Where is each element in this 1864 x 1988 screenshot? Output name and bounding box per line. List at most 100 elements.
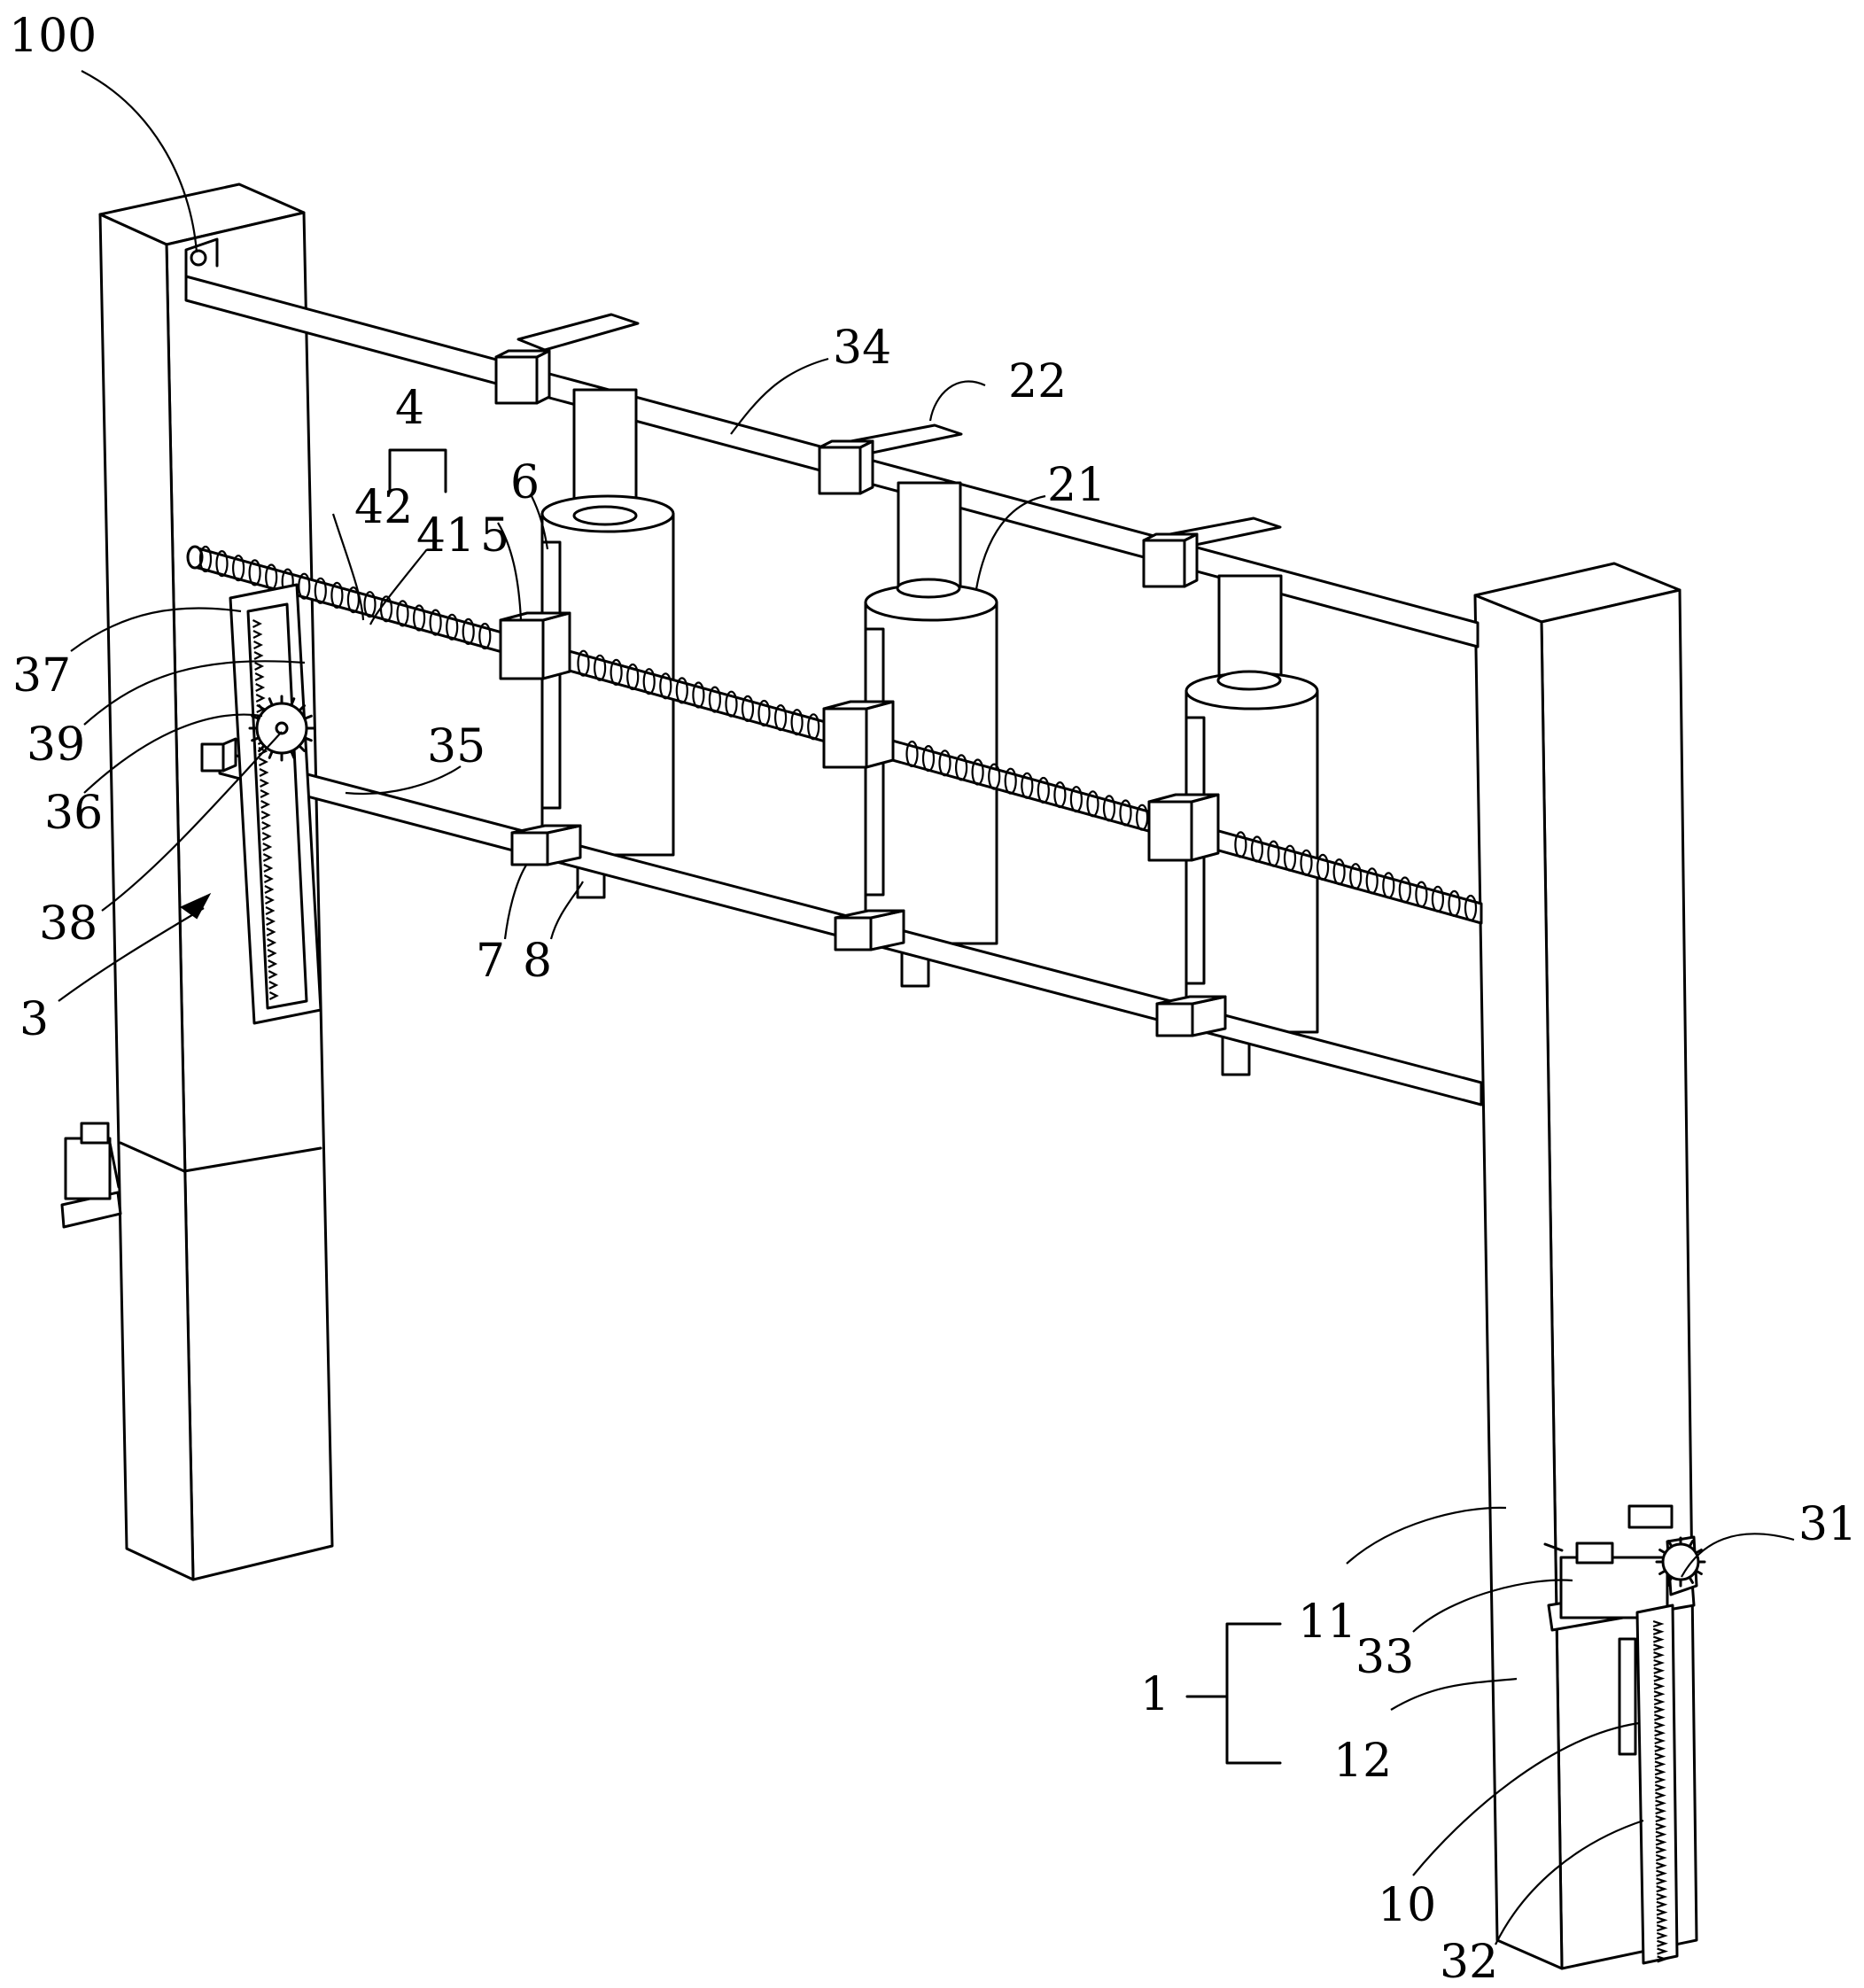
label-10: 10 (1378, 1879, 1436, 1932)
rack-tooth (261, 821, 272, 830)
thread (1267, 840, 1280, 867)
rack-tooth (252, 630, 263, 639)
label-1: 1 (1140, 1668, 1169, 1721)
rack-tooth (1655, 1830, 1667, 1838)
thread (659, 672, 672, 700)
rack-tooth (260, 800, 271, 809)
rack-tooth (1656, 1908, 1668, 1916)
rack-tooth (1653, 1666, 1666, 1674)
label-33: 33 (1355, 1631, 1414, 1684)
label-12: 12 (1333, 1735, 1392, 1788)
lower-slider-2 (834, 909, 905, 951)
pinion-gear (248, 695, 315, 762)
rack-tooth (1654, 1729, 1666, 1737)
rack-tooth (1654, 1783, 1666, 1791)
thread (413, 604, 426, 632)
label-6: 6 (510, 456, 540, 509)
rack-tooth (261, 832, 272, 841)
bracket-1 (1185, 1622, 1282, 1765)
rack-tooth (262, 843, 273, 851)
thread (429, 609, 442, 636)
rack-tooth (263, 874, 274, 883)
screw-threads (198, 545, 1478, 922)
gear-tooth (258, 744, 266, 752)
thread (1431, 885, 1445, 912)
gear-tooth (298, 704, 306, 712)
top-slider-1 (494, 313, 640, 405)
rack-tooth (1655, 1838, 1667, 1846)
thread (314, 577, 327, 604)
gear-tooth (303, 736, 313, 742)
cylinder-3 (1184, 574, 1319, 1076)
rack-tooth (268, 991, 279, 1000)
label-11: 11 (1298, 1596, 1356, 1649)
thread (1250, 835, 1264, 863)
gear-tooth (1667, 1575, 1674, 1584)
rack-tooth (254, 662, 265, 671)
rack-tooth (264, 896, 275, 905)
thread (692, 681, 705, 709)
thread (593, 654, 607, 681)
thread (1135, 804, 1149, 831)
thread (1398, 876, 1411, 904)
thread (1102, 795, 1116, 822)
thread (446, 613, 459, 641)
thread (248, 559, 261, 586)
thread (725, 690, 738, 718)
label-38: 38 (39, 897, 97, 951)
label-41: 41 (416, 509, 475, 563)
rack-tooth (1653, 1705, 1666, 1713)
rack-tooth (252, 619, 262, 628)
rack-tooth (266, 917, 276, 926)
gear-tooth (290, 749, 296, 759)
gear-tooth (1658, 1569, 1667, 1575)
label-36: 36 (44, 787, 103, 840)
label-39: 39 (27, 718, 85, 772)
rack-tooth (1654, 1736, 1666, 1745)
rack-tooth (1653, 1697, 1666, 1706)
nut-block-2 (822, 700, 895, 769)
rack-tooth (268, 959, 278, 968)
rack-tooth (260, 779, 270, 788)
thread (642, 668, 656, 695)
rack-tooth (1652, 1619, 1665, 1628)
rack-tooth (1657, 1955, 1669, 1963)
rack-tooth (267, 938, 277, 947)
gear-tooth (1658, 1549, 1667, 1555)
gear-body (1661, 1542, 1700, 1581)
label-21: 21 (1047, 459, 1106, 512)
rack-tooth (262, 853, 273, 862)
bracket-4 (388, 448, 447, 493)
thread (232, 555, 245, 582)
rack-tooth (1655, 1846, 1667, 1854)
label-31: 31 (1798, 1498, 1857, 1551)
rack-tooth (1656, 1869, 1667, 1877)
rack-tooth (258, 757, 268, 766)
rack-tooth (268, 981, 279, 990)
rack-tooth (1653, 1690, 1666, 1698)
thread (708, 686, 722, 713)
label-22: 22 (1008, 355, 1067, 408)
thread (1283, 844, 1297, 872)
thread (1021, 772, 1034, 799)
label-4: 4 (395, 382, 424, 435)
rack-tooth (1653, 1682, 1666, 1690)
nut-block-3 (1147, 793, 1220, 862)
rack-tooth (1654, 1721, 1666, 1729)
thread (610, 658, 623, 687)
thread (1086, 790, 1099, 818)
label-42: 42 (354, 481, 413, 534)
thread (773, 703, 788, 732)
rack-tooth (1656, 1900, 1668, 1908)
thread (298, 572, 311, 600)
rack-tooth (1655, 1822, 1667, 1830)
label-3: 3 (19, 993, 49, 1046)
rack-tooth (1653, 1651, 1666, 1659)
rack-tooth (1653, 1658, 1666, 1667)
rack-tooth (1657, 1939, 1668, 1947)
gear-tooth (298, 744, 306, 752)
rack-tooth (1656, 1861, 1667, 1869)
gear-tooth (268, 749, 274, 759)
thread (741, 695, 755, 723)
